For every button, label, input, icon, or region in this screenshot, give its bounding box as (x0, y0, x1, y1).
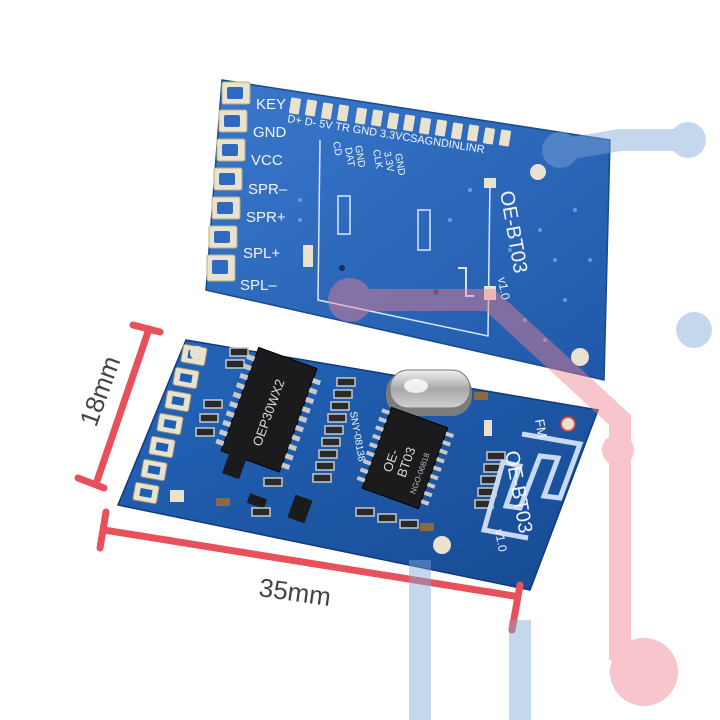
vlabel-3v3: 3.3V (381, 151, 395, 173)
bt-chip-line1: OE- (380, 447, 402, 474)
pin-label-spr-plus: SPR+ (246, 209, 286, 226)
vlabel-gnd: GND (352, 145, 367, 169)
passive-components (195, 347, 506, 531)
height-dim-line (92, 325, 153, 488)
fm-label: FM (532, 418, 550, 439)
antenna-trace (480, 431, 584, 541)
back-vias (298, 188, 592, 342)
vlabel-dat: DAT (342, 147, 356, 168)
height-dim-bottom-tick (74, 474, 108, 492)
watermark-logo (328, 122, 712, 720)
vlabel-clk: CLK (370, 149, 384, 170)
pin-label-key: KEY (256, 96, 286, 113)
width-dim-right-tick (508, 581, 524, 634)
front-board: OEP30WX2 SNY-08138 (116, 339, 600, 591)
front-version-text: v1.0 (492, 528, 510, 553)
dimension-markers (74, 321, 524, 634)
crystal-oscillator (386, 369, 472, 416)
vlabel-cd: CD (330, 141, 343, 157)
pin-label-vcc: VCC (251, 152, 283, 169)
amp-chip: OEP30WX2 (215, 346, 322, 473)
pin-label-spl-plus: SPL+ (243, 245, 280, 262)
back-pin-labels: KEY GND VCC SPR– SPR+ SPL+ SPL– (240, 96, 288, 294)
pin-label-spl-minus: SPL– (240, 277, 277, 294)
vlabel-gnd2: GND (392, 153, 407, 177)
width-dimension-label: 35mm (257, 572, 333, 612)
back-vertical-labels: CD GND DAT CLK 3.3V GND (330, 141, 407, 177)
back-top-pads (288, 97, 512, 147)
width-dim-line (100, 526, 518, 600)
bluetooth-chip: OE- BT03 NGO-06818 (356, 406, 455, 510)
back-version-text: v1.0 (495, 276, 513, 301)
pin-label-gnd: GND (253, 124, 287, 141)
pin-label-spr-minus: SPR– (248, 181, 288, 198)
back-board: KEY GND VCC SPR– SPR+ SPL+ SPL– D+ D- 5V (205, 79, 611, 381)
